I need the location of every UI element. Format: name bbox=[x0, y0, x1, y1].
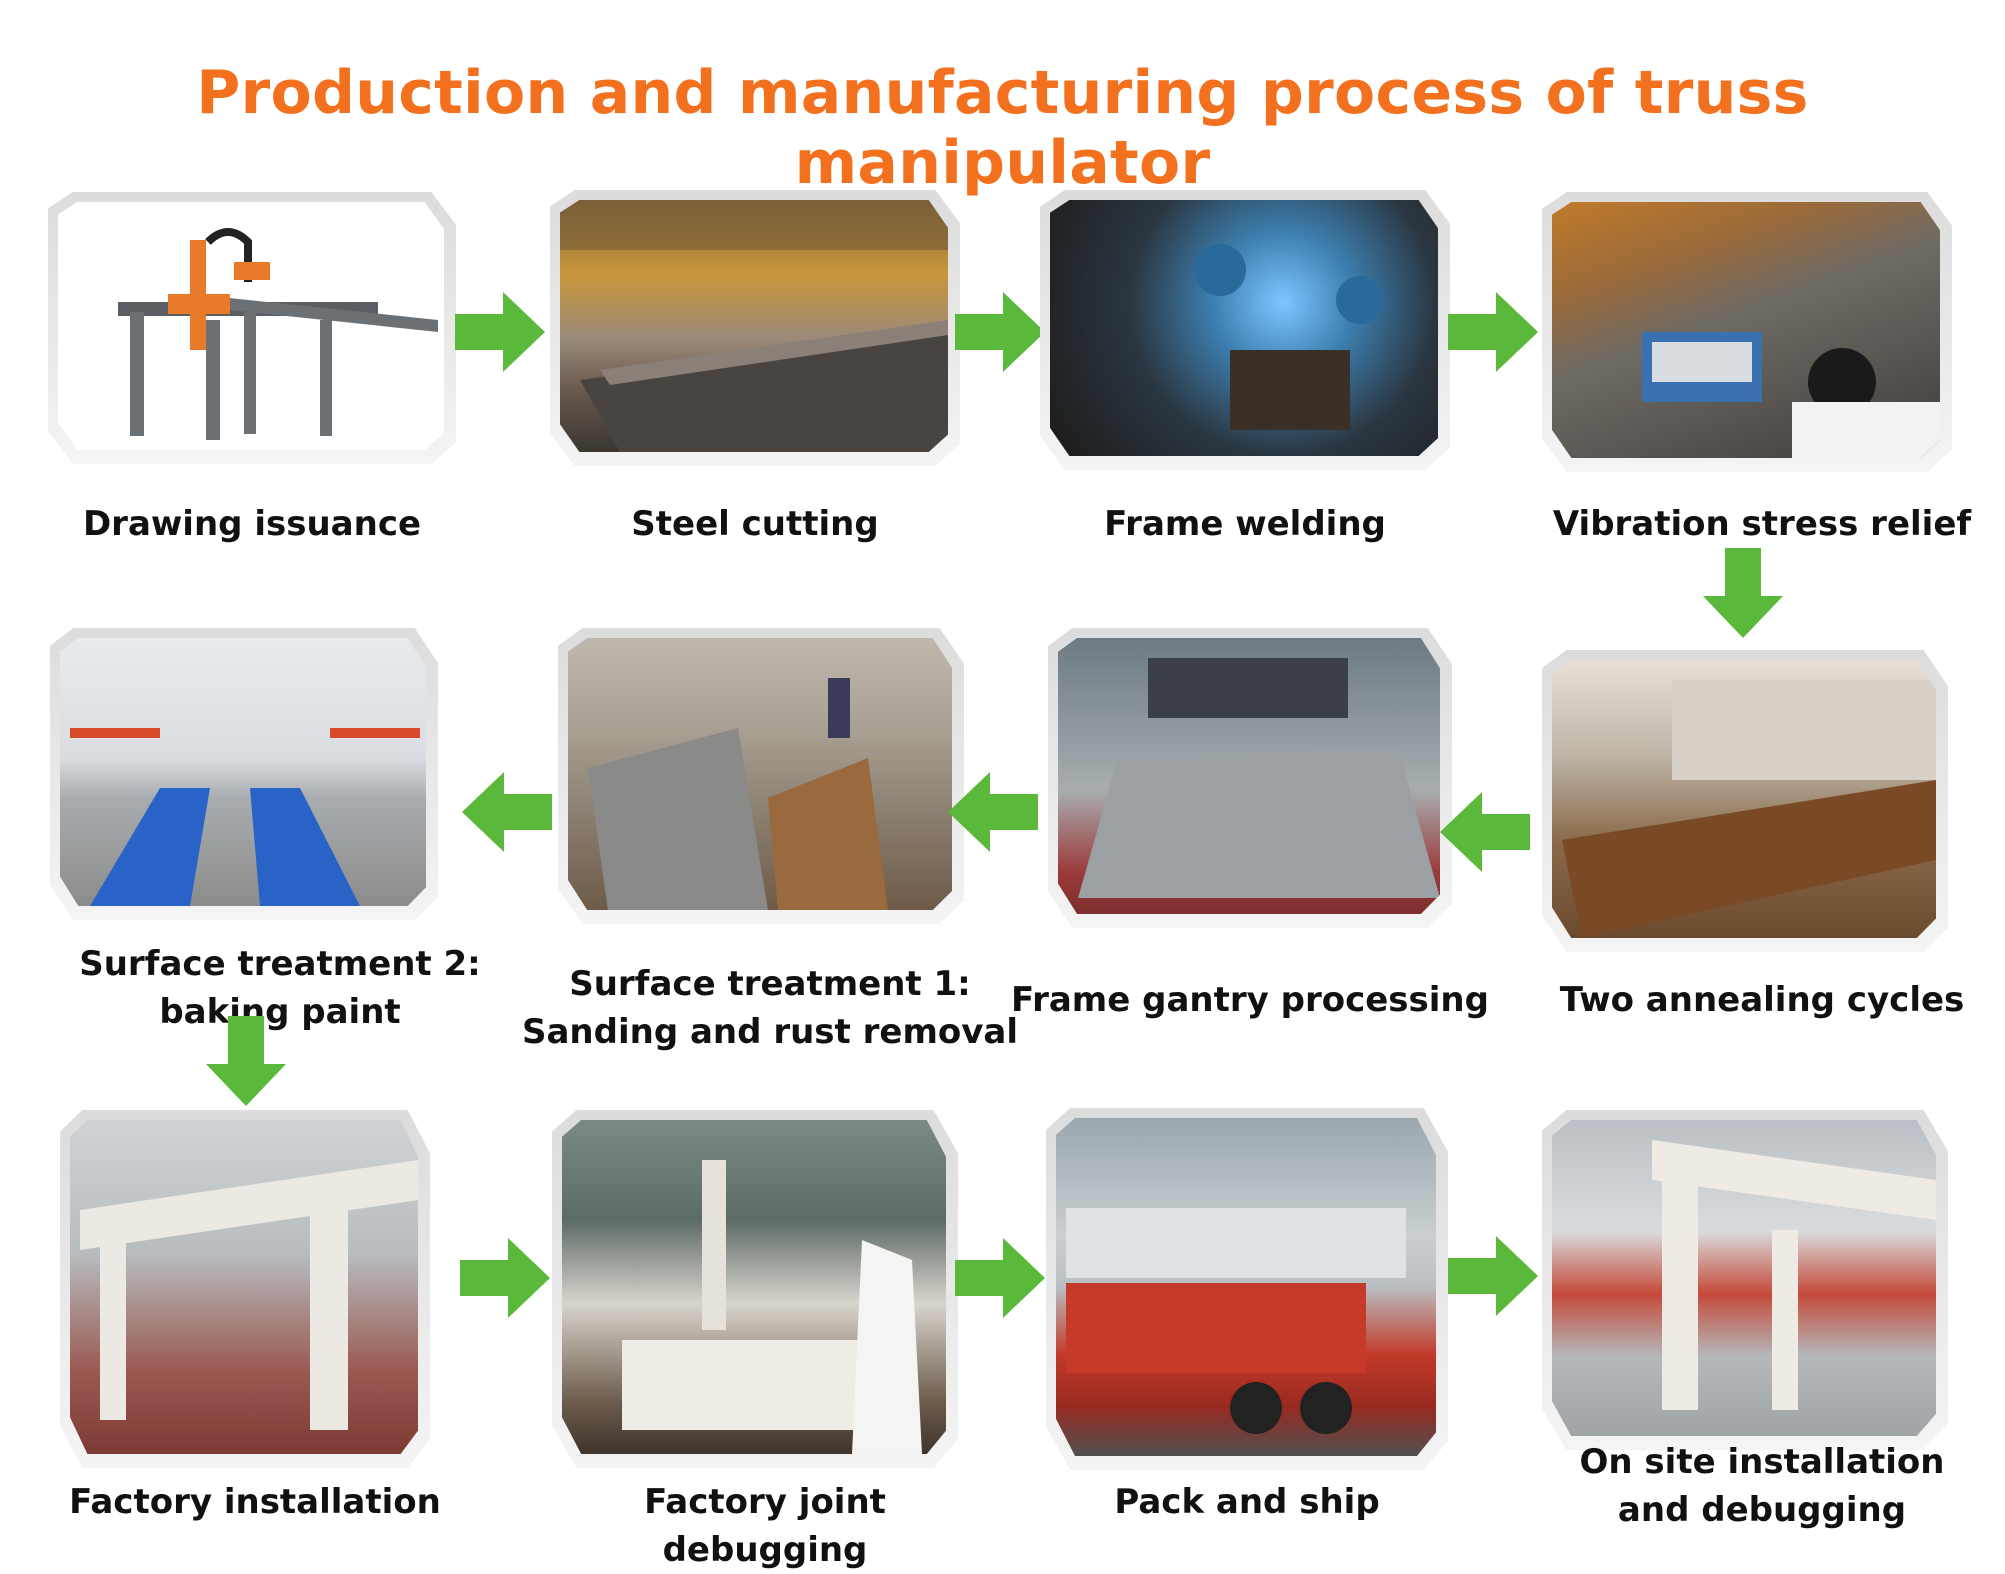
arrow-right-icon bbox=[1448, 292, 1538, 372]
step-card-annealing bbox=[1542, 650, 1948, 952]
joint-debugging-image bbox=[562, 1120, 946, 1454]
factory-installation-image bbox=[70, 1120, 418, 1454]
arrow-right-icon bbox=[455, 292, 545, 372]
truck-shipping-image bbox=[1056, 1118, 1436, 1456]
step-label-onsite-installation: On site installation and debugging bbox=[1579, 1442, 1945, 1530]
arrow-left-icon bbox=[948, 772, 1038, 852]
step-label-drawing-issuance: Drawing issuance bbox=[82, 504, 422, 544]
step-label-baking-paint: Surface treatment 2: baking paint bbox=[79, 944, 481, 1032]
frame-welding-image bbox=[1050, 200, 1438, 456]
step-card-gantry-processing bbox=[1048, 628, 1452, 928]
step-label-factory-installation: Factory installation bbox=[69, 1482, 441, 1522]
step-label-sanding-rust-removal: Surface treatment 1: Sanding and rust re… bbox=[521, 964, 1018, 1052]
step-card-joint-debugging bbox=[552, 1110, 958, 1468]
vibration-stress-relief-image bbox=[1552, 202, 1940, 458]
step-label-vibration-stress-relief: Vibration stress relief bbox=[1552, 504, 1972, 544]
page-title: Production and manufacturing process of … bbox=[196, 58, 1809, 198]
step-card-steel-cutting bbox=[550, 190, 960, 466]
step-card-vibration-stress-relief bbox=[1542, 192, 1952, 472]
arrow-right-icon bbox=[955, 1238, 1045, 1318]
arrow-left-icon bbox=[462, 772, 552, 852]
paint-booth-image bbox=[60, 638, 426, 906]
truss-manipulator-image bbox=[58, 202, 444, 450]
arrow-right-icon bbox=[955, 292, 1045, 372]
arrow-left-icon bbox=[1440, 792, 1530, 872]
step-card-frame-welding bbox=[1040, 190, 1450, 470]
sanding-image bbox=[568, 638, 952, 910]
annealing-image bbox=[1552, 660, 1936, 938]
arrow-down-icon bbox=[1703, 548, 1783, 638]
step-card-onsite-installation bbox=[1542, 1110, 1948, 1450]
step-card-sanding bbox=[558, 628, 964, 924]
onsite-installation-image bbox=[1552, 1120, 1936, 1436]
step-label-gantry-processing: Frame gantry processing bbox=[1011, 980, 1489, 1020]
step-label-annealing: Two annealing cycles bbox=[1559, 980, 1965, 1020]
step-label-frame-welding: Frame welding bbox=[1104, 504, 1386, 544]
step-label-pack-and-ship: Pack and ship bbox=[1114, 1482, 1380, 1522]
steel-cutting-image bbox=[560, 200, 948, 452]
step-label-steel-cutting: Steel cutting bbox=[631, 504, 879, 544]
step-card-pack-and-ship bbox=[1046, 1108, 1448, 1470]
arrow-right-icon bbox=[460, 1238, 550, 1318]
arrow-right-icon bbox=[1448, 1236, 1538, 1316]
arrow-down-icon bbox=[206, 1016, 286, 1106]
step-card-drawing-issuance bbox=[48, 192, 456, 464]
gantry-processing-image bbox=[1058, 638, 1440, 914]
step-card-paint-booth bbox=[50, 628, 438, 920]
step-card-factory-installation bbox=[60, 1110, 430, 1468]
step-label-joint-debugging: Factory joint debugging bbox=[644, 1482, 886, 1570]
